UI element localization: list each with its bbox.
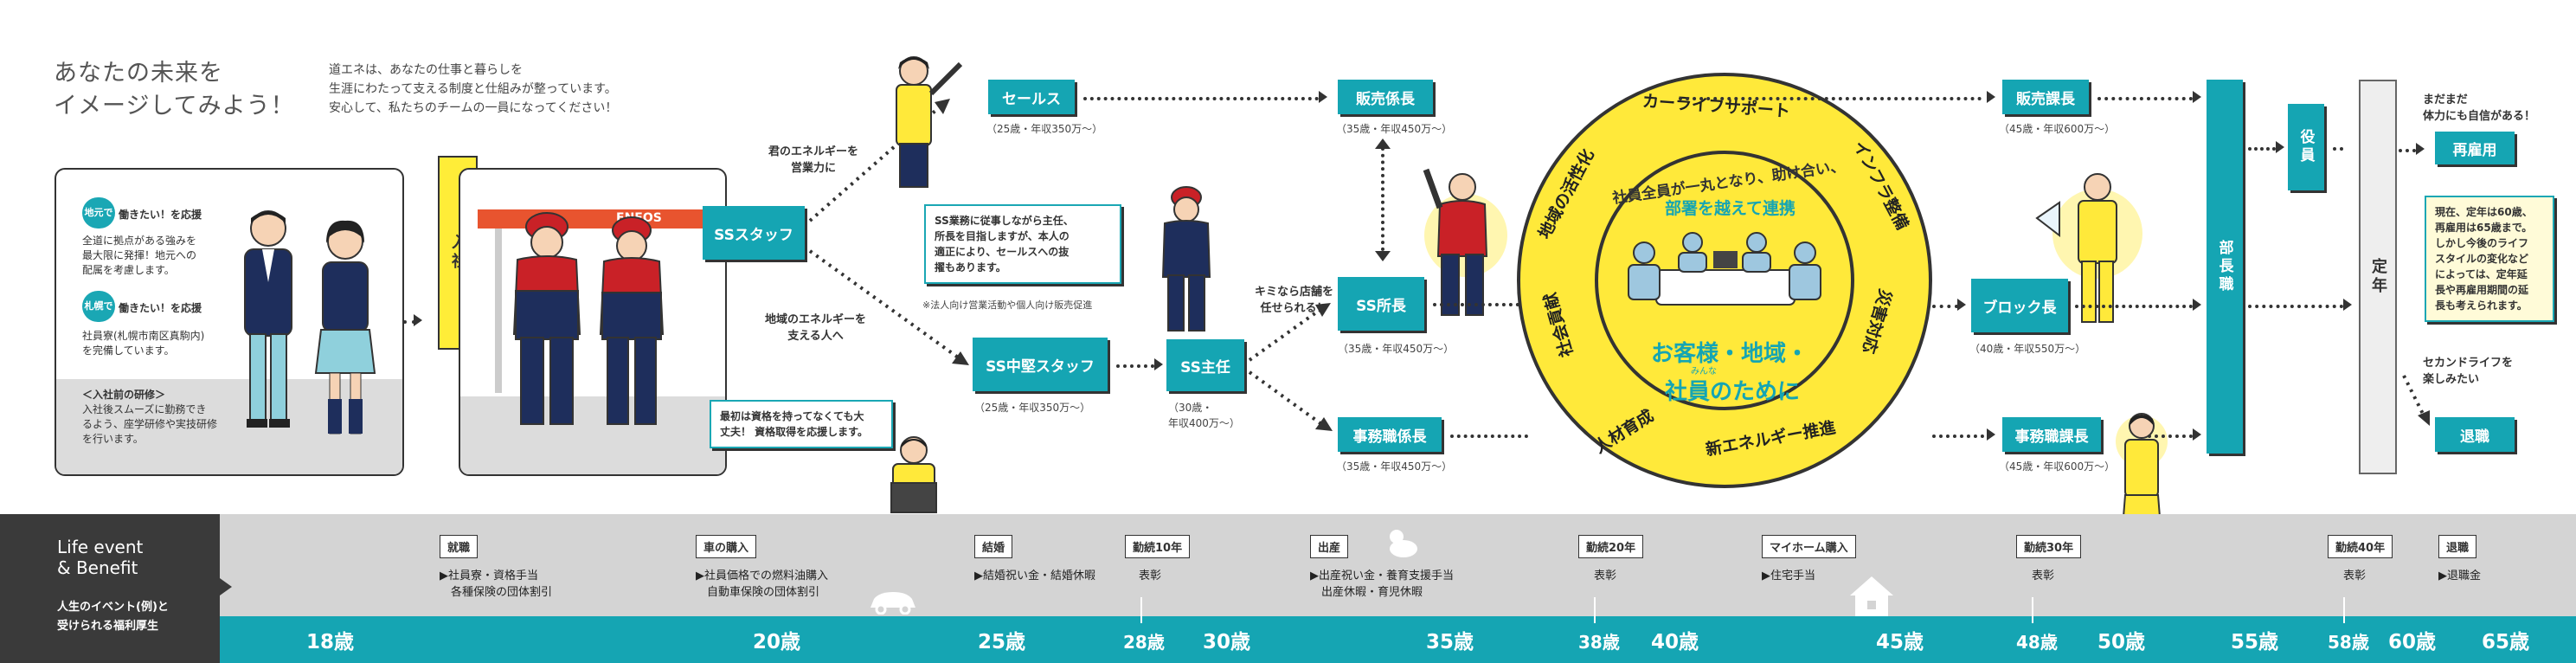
house-icon: [1850, 576, 1893, 616]
age-38: 38歳: [1578, 632, 1620, 653]
chief-caption: キミなら店舗を 任せられる！: [1255, 286, 1334, 315]
block-chief-illustration: [2035, 173, 2142, 323]
retirement-age-box: 定年: [2359, 80, 2397, 474]
age-28: 28歳: [1123, 632, 1165, 653]
male-student-illustration: [244, 210, 292, 428]
age-30: 30歳: [1203, 631, 1251, 653]
executive-box: 役員: [2288, 104, 2324, 190]
office-section-chief-box: 事務職課長: [2002, 417, 2101, 452]
branch-bottom-caption: 地域のエネルギーを 支える人へ: [765, 313, 867, 343]
event-home-purchase: マイホーム購入: [1762, 535, 1856, 558]
station-panel: ENEOS: [459, 168, 727, 476]
student-panel: 地元で 働きたい！を応援 全道に拠点がある強みを 最大限に発揮！地元への 配属を…: [55, 168, 404, 476]
page-heading: あなたの未来を イメージしてみよう！: [54, 60, 295, 119]
event-30-years: 勤続30年: [2016, 535, 2082, 558]
event-car-purchase: 車の購入: [696, 535, 757, 558]
ss-career-note: SS業務に従事しながら主任、 所長を目指しますが、本人の 適正により、セールスへ…: [924, 204, 1121, 284]
still-fit-caption: まだまだ 体力にも自信がある！: [2423, 93, 2536, 123]
retire-box: 退職: [2435, 417, 2515, 452]
department-head-box: 部長職: [2207, 80, 2243, 454]
event-20-years: 勤続20年: [1578, 535, 1644, 558]
sales-section-chief-box: 販売課長: [2002, 80, 2089, 114]
rehire-note: 現在、定年は60歳、 再雇用は65歳まで。 しかし今後のライフ スタイルの変化な…: [2425, 196, 2554, 322]
event-retirement: 退職: [2438, 535, 2477, 558]
second-life-caption: セカンドライフを 楽しみたい: [2423, 357, 2514, 386]
sales-chief-box: 販売係長: [1338, 80, 1433, 114]
age-50: 50歳: [2097, 631, 2146, 653]
local-badge: 地元で: [82, 197, 115, 229]
ss-note-footnote: ※法人向け営業活動や個人向け販売促進: [922, 299, 1093, 311]
desk-worker-illustration: [890, 436, 937, 513]
age-band: [0, 616, 2576, 663]
age-35: 35歳: [1426, 631, 1474, 653]
ss-manager-box: SS所長: [1338, 277, 1424, 331]
ss-mid-staff-box: SS中堅スタッフ: [973, 338, 1108, 391]
age-55: 55歳: [2231, 631, 2279, 653]
manager-illustration: [1423, 168, 1507, 316]
office-chief-box: 事務職係長: [1338, 417, 1442, 452]
ss-staff-box: SSスタッフ: [703, 206, 805, 260]
car-icon: [870, 592, 915, 615]
age-48: 48歳: [2016, 632, 2058, 653]
intro-text: 道エネは、あなたの仕事と暮らしを 生涯にわたって支える制度と仕組みが整っています…: [329, 63, 618, 115]
training-info: ＜入社前の研修＞ 入社後スムーズに勤務でき るよう、座学研修や実技研修 を行いま…: [82, 389, 218, 445]
life-event-band: [0, 514, 2576, 616]
sapporo-badge: 札幌で: [82, 291, 115, 322]
age-40: 40歳: [1651, 631, 1699, 653]
age-20: 20歳: [753, 631, 801, 653]
chief-branch-arrows: [1248, 303, 1333, 431]
event-childbirth: 出産: [1310, 535, 1349, 558]
ss-chief-box: SS主任: [1166, 339, 1244, 391]
female-student-illustration: [314, 220, 376, 434]
team-meeting-illustration: [1628, 232, 1821, 306]
event-marriage: 結婚: [974, 535, 1013, 558]
age-65: 65歳: [2482, 631, 2530, 653]
beginner-note: 最初は資格を持ってなくても大 丈夫！ 資格取得を応援します。: [710, 400, 893, 448]
block-chief-box: ブロック長: [1971, 279, 2068, 332]
saleswoman-illustration: [896, 56, 963, 188]
branch-top-caption: 君のエネルギーを 営業力に: [768, 145, 859, 175]
age-58: 58歳: [2328, 632, 2369, 653]
event-employment: 就職: [440, 535, 479, 558]
event-10-years: 勤続10年: [1125, 535, 1191, 558]
age-25: 25歳: [978, 631, 1026, 653]
life-event-legend: Life event & Benefit 人生のイベント(例)と 受けられる福利…: [0, 514, 220, 663]
age-60: 60歳: [2388, 631, 2437, 653]
station-staff-male-illustration: [512, 212, 581, 425]
rehire-box: 再雇用: [2435, 132, 2515, 164]
chief-staff-illustration: [1161, 186, 1211, 332]
age-45: 45歳: [1876, 631, 1924, 653]
arrow-to-entry: [414, 314, 422, 326]
age-18: 18歳: [306, 631, 355, 653]
station-staff-female-illustration: [599, 216, 665, 425]
event-40-years: 勤続40年: [2328, 535, 2393, 558]
branch-arrows: [808, 99, 969, 365]
sales-box: セールス: [988, 80, 1075, 114]
duck-icon: [1390, 530, 1417, 557]
